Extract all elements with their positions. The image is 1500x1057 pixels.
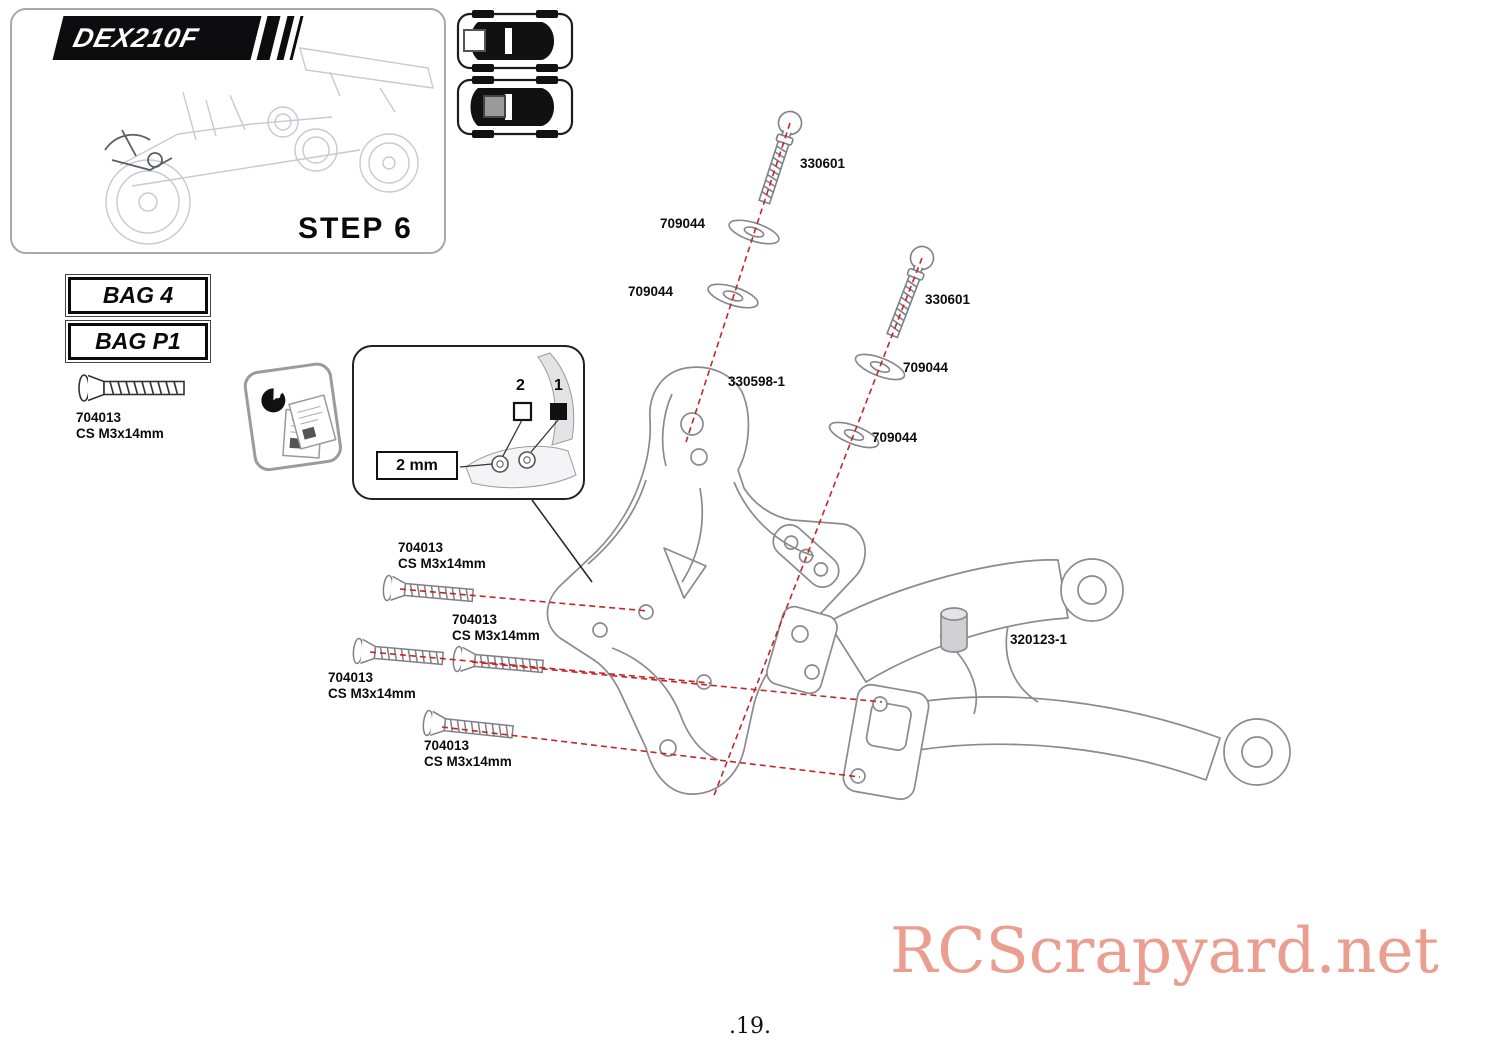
flat-screw-b: [351, 637, 445, 672]
legend-part-number: 704013: [76, 410, 122, 425]
part-spec: CS M3x14mm: [424, 753, 512, 769]
detail-callout-bubble: 2 1 2 mm: [352, 345, 585, 500]
washer-3: [851, 348, 909, 386]
label-bellcrank: 320123-1: [1010, 632, 1068, 647]
label-washer-3: 709044: [903, 360, 949, 375]
bag-label-p1: BAG P1: [65, 320, 211, 363]
bag-label-4: BAG 4: [65, 274, 211, 317]
brand-banner: DEX210F: [52, 16, 262, 60]
watermark-text: RCScrapyard.net: [890, 914, 1439, 987]
part-320123-1-bellcrank: [766, 558, 1291, 801]
label-ball-stud-right: 330601: [925, 292, 971, 307]
part-number: 704013: [328, 670, 374, 685]
chassis-location-icon-1: [456, 10, 574, 72]
step-header-frame: [10, 8, 446, 254]
label-washer-4: 709044: [872, 430, 918, 445]
bellcrank-post: [940, 607, 968, 653]
legend-part-spec: CS M3x14mm: [76, 426, 164, 442]
part-330598-1-tower: [546, 366, 866, 795]
page-number: .19.: [729, 1014, 771, 1039]
flat-screw-a: [381, 574, 475, 609]
part-spec: CS M3x14mm: [452, 627, 540, 643]
label-washer-1: 709044: [660, 216, 706, 231]
part-number: 704013: [452, 612, 498, 627]
step-title: STEP 6: [298, 212, 413, 245]
part-spec: CS M3x14mm: [398, 555, 486, 571]
hardware-legend: 704013 CS M3x14mm: [76, 410, 164, 442]
callout-number-1: 1: [554, 377, 563, 394]
label-screw-b: 704013 CS M3x14mm: [328, 670, 416, 702]
flat-screw-c: [451, 645, 545, 680]
label-screw-a: 704013 CS M3x14mm: [398, 540, 486, 572]
chassis-overview-illustration: [104, 47, 434, 245]
callout-pointer-line: [531, 499, 593, 583]
eye-icon: [243, 362, 342, 472]
screw-depth-square-open: [512, 401, 533, 422]
callout-detail-art: [459, 352, 577, 489]
part-number: 704013: [424, 738, 470, 753]
assembly-alignment-lines: [369, 122, 923, 799]
label-ball-stud-top: 330601: [800, 156, 846, 171]
label-washer-2: 709044: [628, 284, 674, 299]
chassis-location-icon-2: [456, 76, 574, 138]
callout-number-2: 2: [516, 377, 525, 394]
measurement-box: 2 mm: [376, 451, 458, 480]
label-screw-d: 704013 CS M3x14mm: [424, 738, 512, 770]
legend-screw-drawing: [78, 374, 185, 402]
label-screw-c: 704013 CS M3x14mm: [452, 612, 540, 644]
part-number: 704013: [398, 540, 444, 555]
screw-depth-square-filled: [550, 403, 567, 420]
brand-logo-text: DEX210F: [70, 22, 202, 53]
label-tower: 330598-1: [728, 374, 786, 389]
part-spec: CS M3x14mm: [328, 685, 416, 701]
